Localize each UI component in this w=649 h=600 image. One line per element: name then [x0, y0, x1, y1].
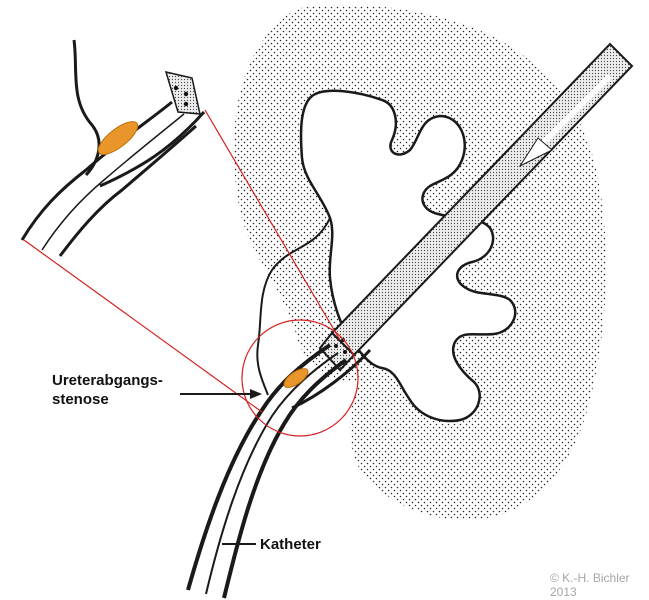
flow-arrow: [518, 73, 613, 168]
inset-catheter-tip: [164, 70, 201, 115]
magnified-inset: [20, 39, 206, 257]
copyright-line2: 2013: [550, 585, 577, 599]
stenosis-highlight: [283, 368, 309, 388]
stenosis-label-line1: Ureterabgangs-: [52, 372, 163, 389]
ureter-inner-outline: [256, 217, 331, 396]
zoom-line-top: [204, 109, 341, 341]
ureter: [186, 343, 372, 599]
zoom-indicator: [23, 109, 359, 437]
stenosis-pointer: [180, 389, 262, 399]
catheter-shaft: [318, 42, 634, 372]
zoom-line-bottom: [23, 239, 263, 413]
inset-stenosis-highlight: [97, 121, 139, 155]
copyright-line1: © K.-H. Bichler: [550, 571, 630, 585]
stenosis-label-line2: stenose: [52, 391, 109, 408]
zoom-circle: [241, 319, 359, 437]
catheter-label: Katheter: [260, 536, 321, 553]
